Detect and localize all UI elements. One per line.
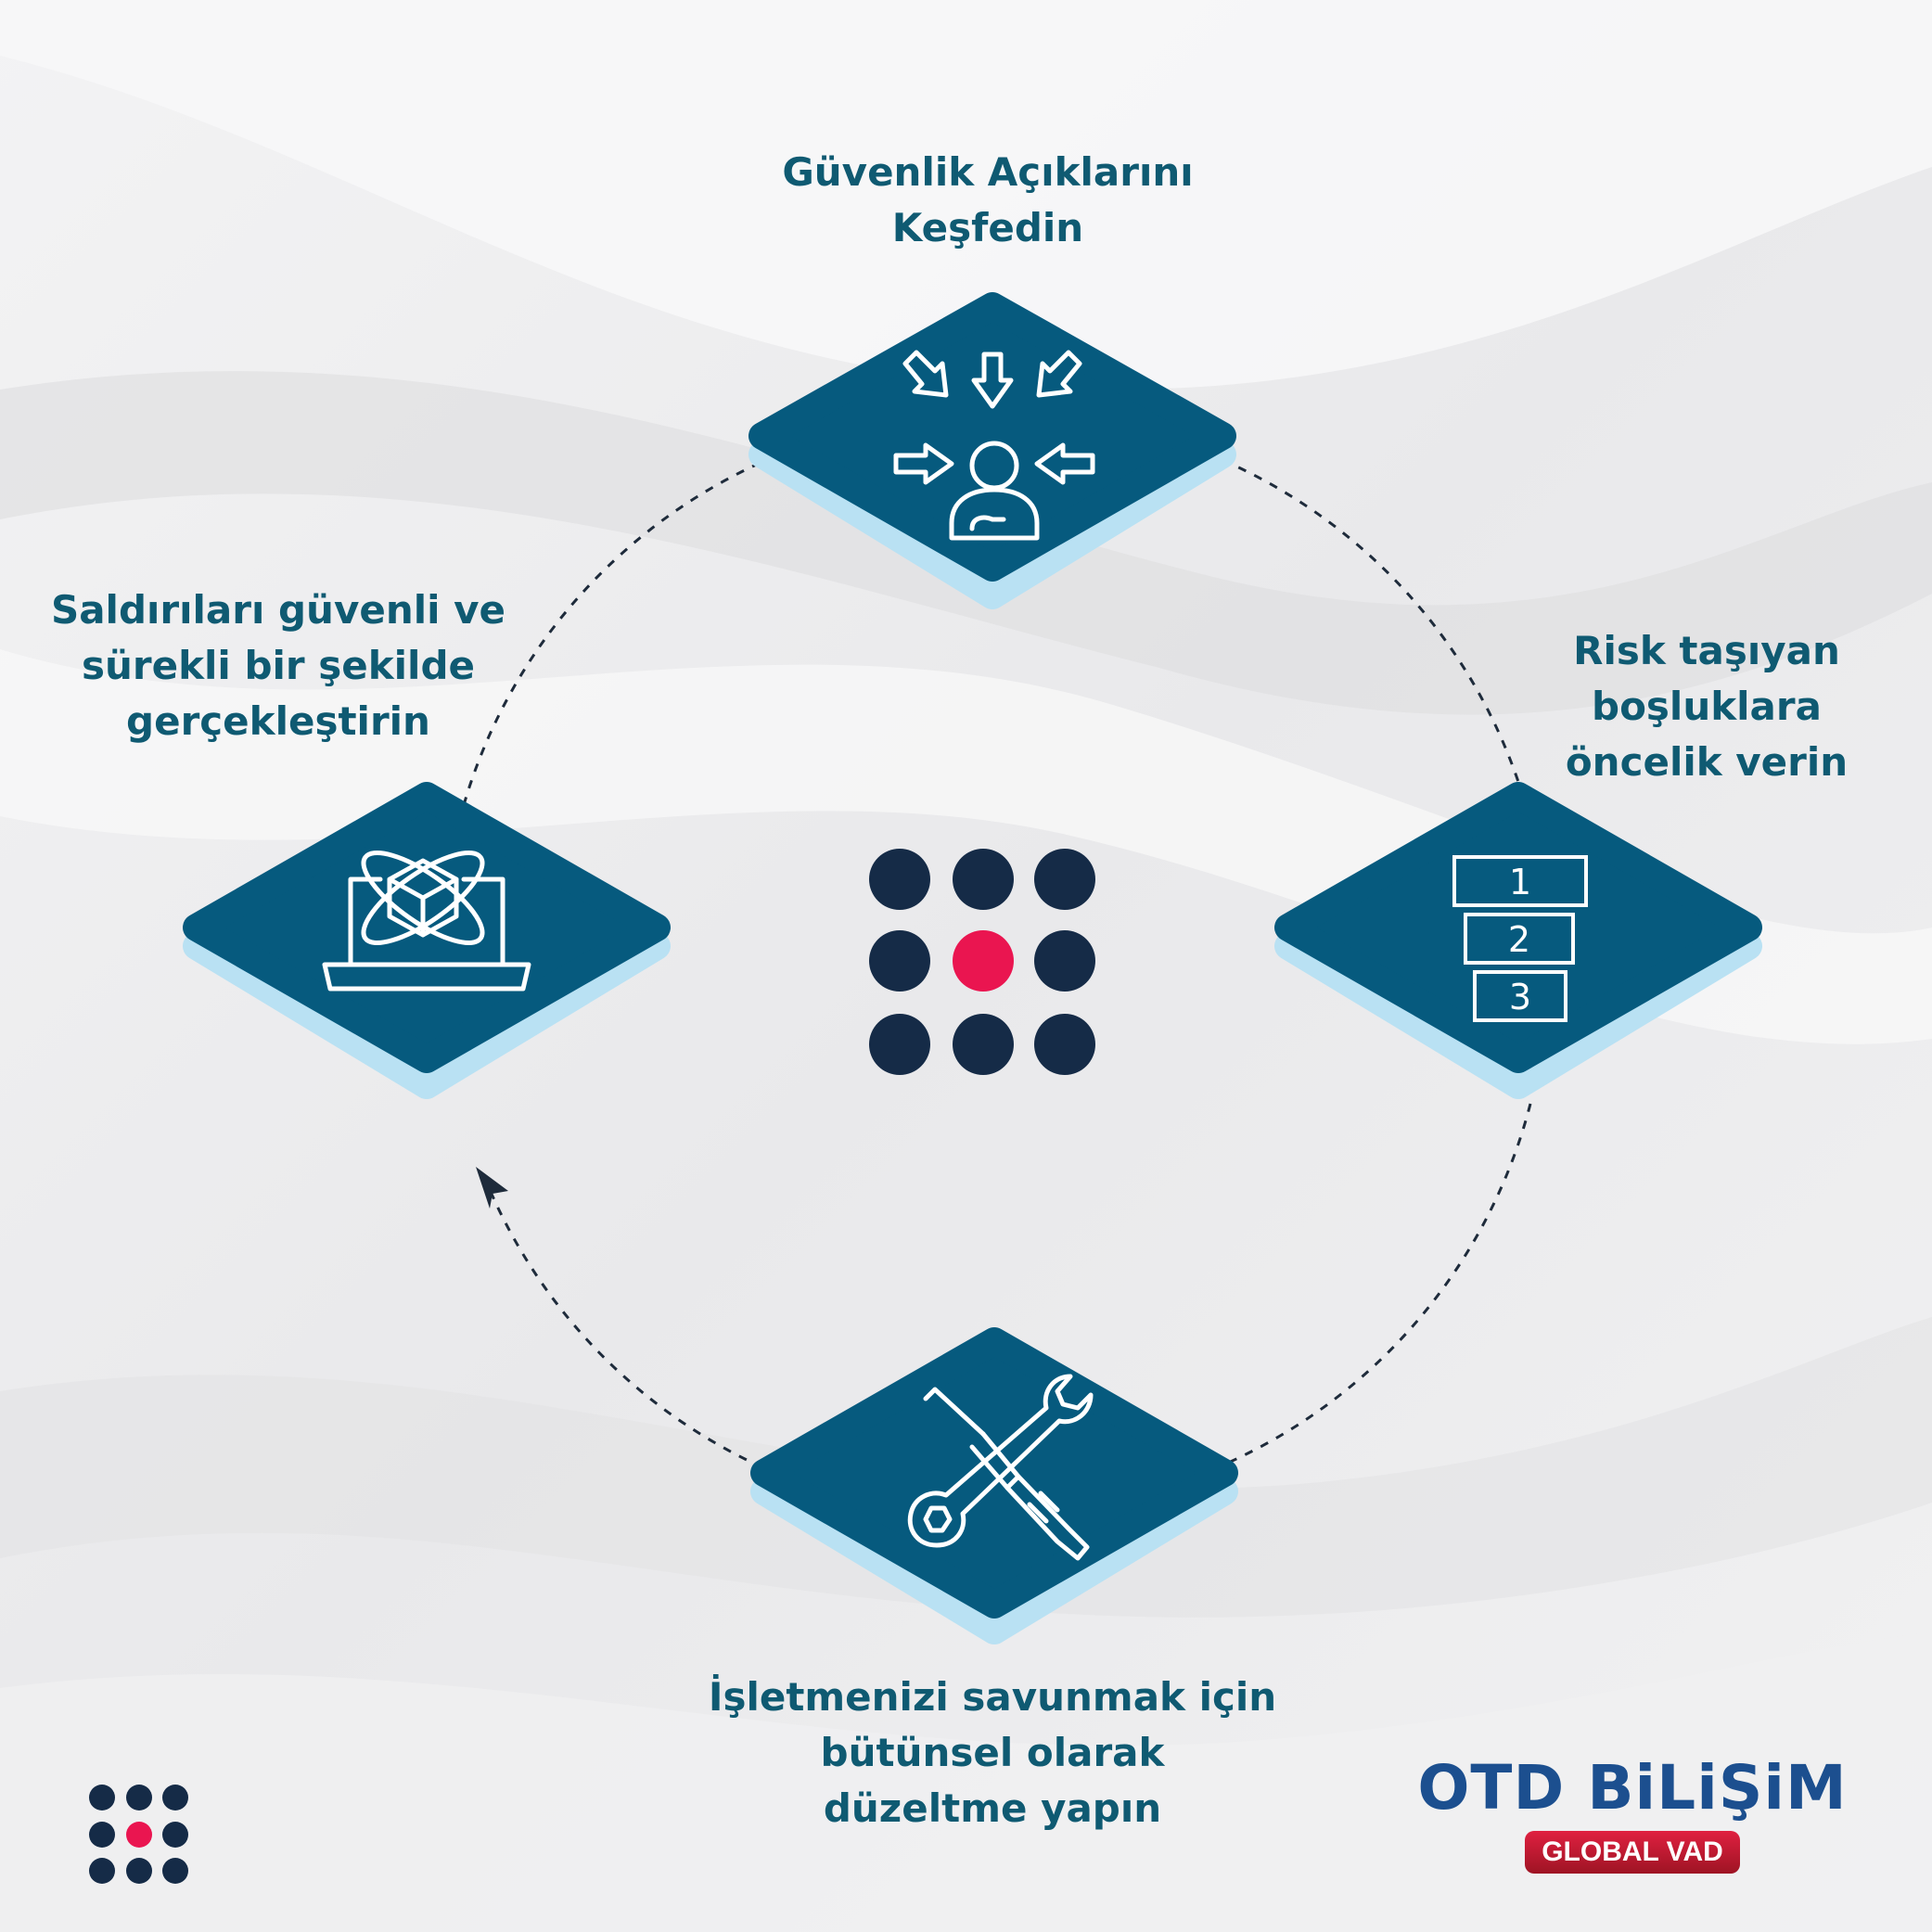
step-remediate-line-1: İşletmenizi savunmak için: [708, 1674, 1277, 1720]
brand-logo: OTD BiLiŞiM GLOBAL VAD: [1401, 1753, 1864, 1874]
cycle-path: [462, 458, 1532, 1469]
step-remediate-node: [750, 1327, 1238, 1644]
step-simulate-label: Saldırıları güvenli ve sürekli bir şekil…: [0, 582, 557, 749]
step-simulate-node: [183, 782, 671, 1099]
dot-grid-logo-icon: [869, 849, 1095, 1075]
screwdriver-wrench-icon: [907, 1374, 1094, 1561]
priority-number-3: 3: [1509, 977, 1531, 1017]
step-simulate-line-1: Saldırıları güvenli ve: [50, 587, 506, 633]
step-prioritize-node: 1 2 3: [1274, 782, 1762, 1099]
step-remediate-line-2: bütünsel olarak: [820, 1730, 1165, 1775]
step-simulate-line-2: sürekli bir şekilde: [82, 643, 475, 688]
step-prioritize-line-3: öncelik verin: [1565, 739, 1849, 785]
arc-bottom-left: [486, 1184, 763, 1469]
step-simulate-line-3: gerçekleştirin: [126, 698, 430, 744]
arc-left-top: [462, 460, 763, 806]
step-remediate-line-3: düzeltme yapın: [823, 1785, 1162, 1831]
step-prioritize-label: Risk taşıyan boşluklara öncelik verin: [1521, 623, 1892, 790]
brand-tagline-badge: GLOBAL VAD: [1525, 1831, 1740, 1874]
person-targeted-arrows-icon: [893, 350, 1095, 541]
step-discover-node: [748, 292, 1236, 609]
step-discover-line-1: Güvenlik Açıklarını: [782, 149, 1194, 195]
priority-number-1: 1: [1509, 862, 1531, 902]
laptop-cube-orbit-icon: [322, 850, 531, 992]
brand-name: OTD BiLiŞiM: [1417, 1752, 1848, 1823]
priority-list-icon: [1452, 855, 1588, 1022]
step-discover-line-2: Keşfedin: [891, 205, 1084, 250]
step-remediate-label: İşletmenizi savunmak için bütünsel olara…: [621, 1670, 1363, 1836]
step-prioritize-line-2: boşluklara: [1592, 684, 1822, 729]
corner-dot-grid-logo-icon: [89, 1785, 188, 1884]
arc-top-right: [1222, 458, 1523, 791]
priority-number-2: 2: [1508, 919, 1530, 960]
step-discover-label: Güvenlik Açıklarını Keşfedin: [710, 145, 1266, 256]
arc-right-bottom: [1225, 1103, 1532, 1465]
step-prioritize-line-1: Risk taşıyan: [1573, 628, 1840, 673]
arrowhead-icon: [476, 1167, 508, 1209]
